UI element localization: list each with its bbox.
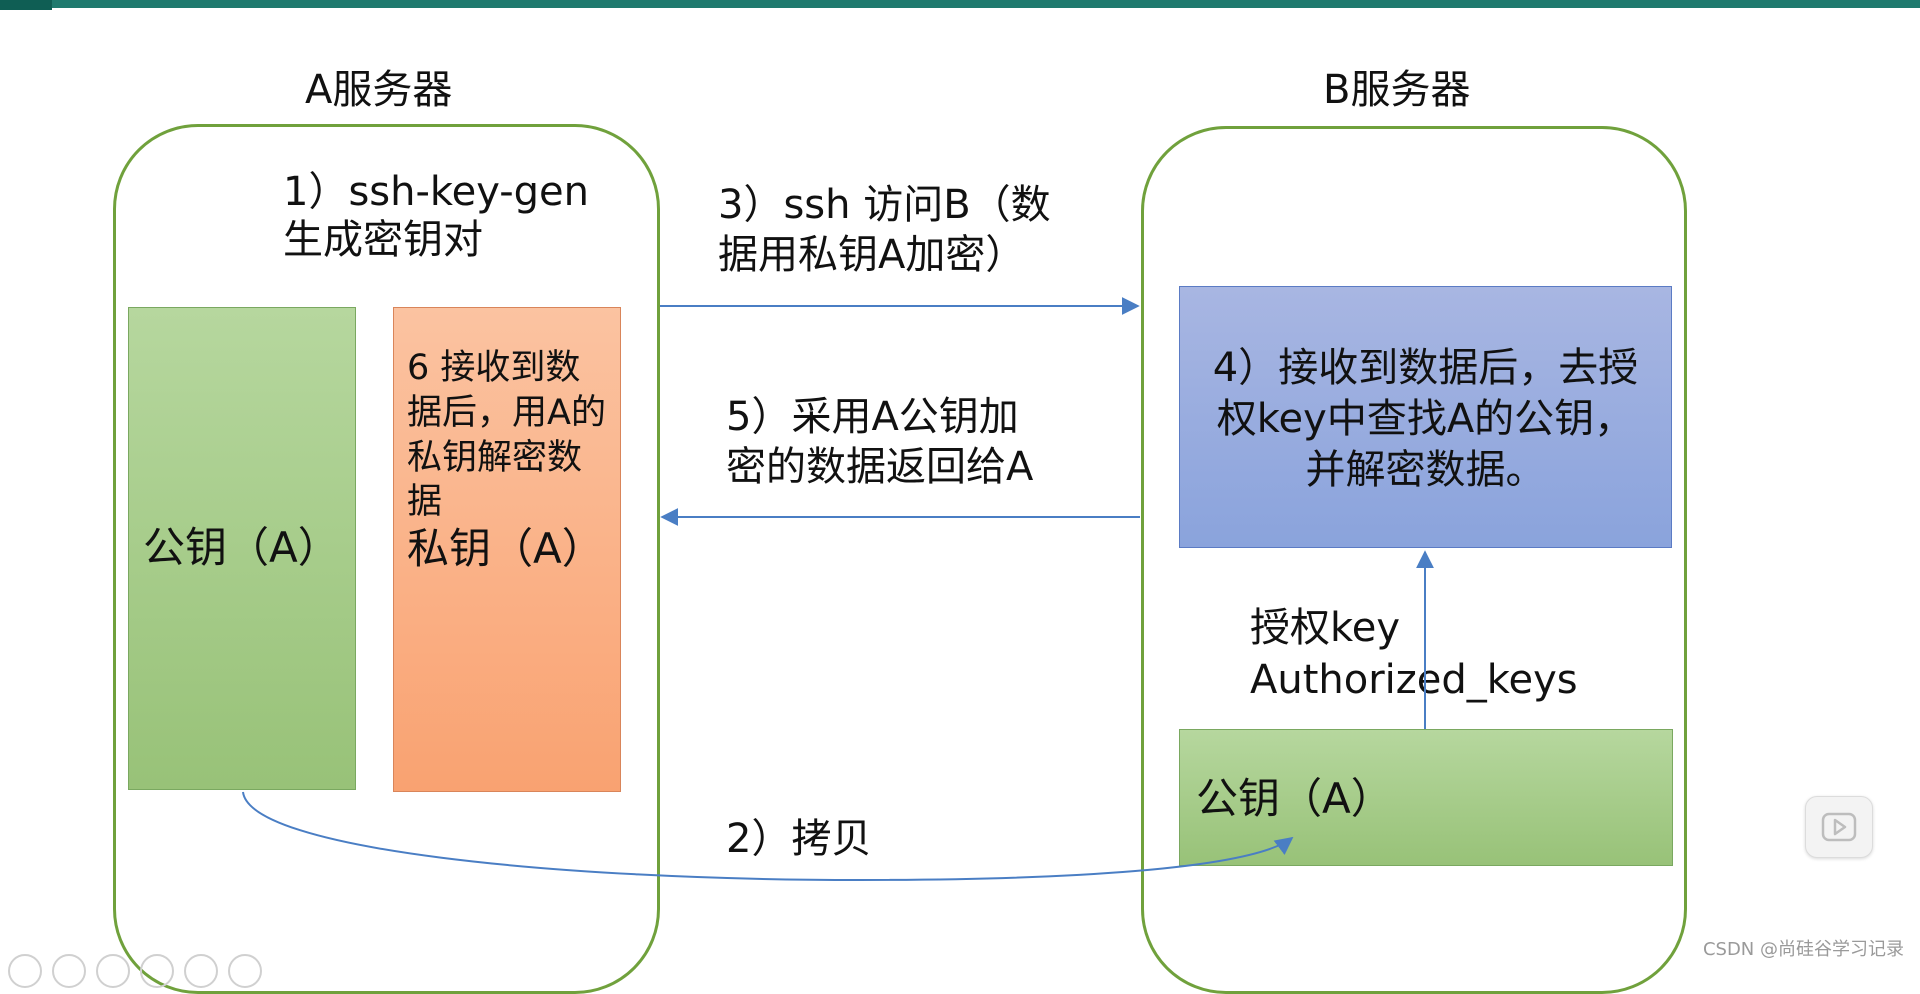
step1-label: 1）ssh-key-gen 生成密钥对 [283,169,590,263]
arrow-step2-copy [242,791,1294,882]
slide-controls [8,954,262,988]
pen-icon[interactable] [96,954,130,988]
prev-slide-icon[interactable] [8,954,42,988]
next-slide-icon[interactable] [52,954,86,988]
private-key-a-box: 6 接收到数 据后，用A的 私钥解密数 据 私钥（A） [393,307,621,792]
connector-lines [242,297,1434,882]
server-a-title: A服务器 [305,67,453,113]
step3-label: 3）ssh 访问B（数 据用私钥A加密） [718,182,1051,278]
private-key-a-label: 私钥（A） [407,524,604,573]
decrypt-box: 4）接收到数据后，去授 权key中查找A的公钥， 并解密数据。 [1179,286,1672,548]
step2-label: 2）拷贝 [726,816,872,862]
authorized-keys-label: 授权key Authorized_keys [1250,605,1578,703]
video-play-button[interactable] [1805,796,1873,858]
step4-label: 4）接收到数据后，去授 权key中查找A的公钥， 并解密数据。 [1212,345,1639,493]
step5-label: 5）采用A公钥加 密的数据返回给A [726,394,1034,490]
top-bar [0,0,1920,8]
play-icon [1821,812,1857,842]
public-key-a-box: 公钥（A） [128,307,356,790]
step6-label: 6 接收到数 据后，用A的 私钥解密数 据 [407,348,606,523]
public-key-b-label: 公钥（A） [1196,774,1393,823]
slides-grid-icon[interactable] [140,954,174,988]
public-key-a-label: 公钥（A） [143,523,340,572]
more-options-icon[interactable] [228,954,262,988]
top-bar-tab [0,0,52,10]
public-key-b-box: 公钥（A） [1179,729,1673,866]
zoom-icon[interactable] [184,954,218,988]
watermark: CSDN @尚硅谷学习记录 [1702,939,1904,960]
server-b-title: B服务器 [1323,67,1471,113]
